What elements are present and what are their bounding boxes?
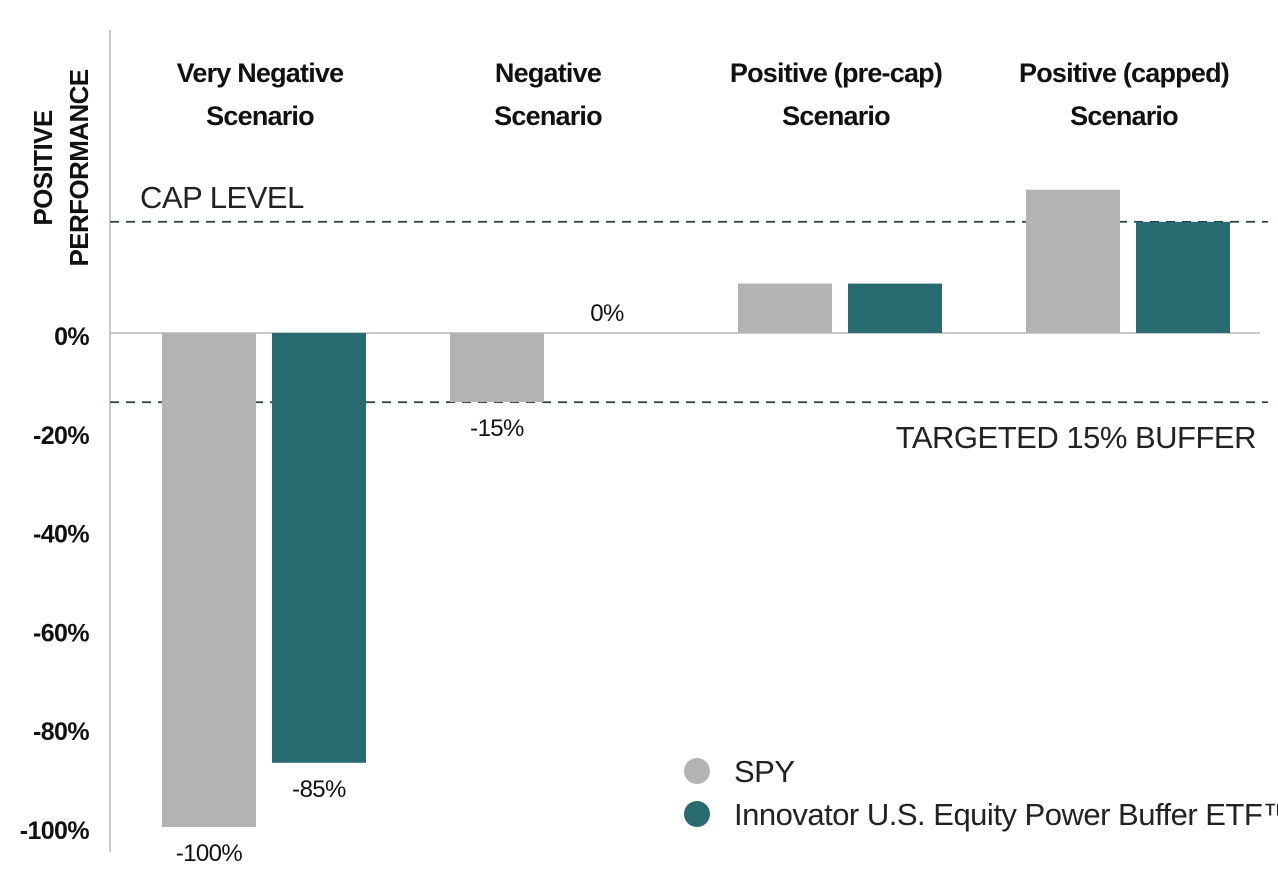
category-label: Positive (capped) Scenario (1019, 58, 1229, 131)
category-label-line: Scenario (494, 101, 602, 131)
bar-spy-1 (450, 333, 544, 403)
bar-spy-0 (162, 333, 256, 827)
legend-label: Innovator U.S. Equity Power Buffer ETF™ (734, 797, 1278, 832)
category-label: Positive (pre-cap) Scenario (730, 58, 942, 131)
data-label: -100% (176, 840, 243, 867)
legend-swatch-buffer-etf (684, 801, 710, 827)
y-axis-title-line: POSITIVE (28, 110, 58, 225)
bar-spy-2 (738, 283, 832, 333)
chart-legend: SPY Innovator U.S. Equity Power Buffer ET… (684, 754, 1278, 832)
y-tick-label: -40% (33, 521, 89, 549)
category-label-line: Scenario (206, 101, 314, 131)
data-label: -15% (470, 415, 524, 442)
legend-swatch-spy (684, 758, 710, 784)
chart-bars (162, 189, 1230, 827)
bar-buffer-etf-0 (272, 333, 366, 763)
y-tick-label: 0% (54, 323, 89, 351)
y-tick-label: -60% (33, 619, 89, 647)
y-tick-label: -100% (20, 817, 90, 845)
category-label-line: Negative (495, 58, 602, 88)
bar-buffer-etf-2 (848, 283, 942, 333)
buffer-level-label: TARGETED 15% BUFFER (896, 420, 1256, 455)
bar-spy-3 (1026, 189, 1120, 333)
y-axis-title-line: PERFORMANCE (64, 69, 94, 266)
data-label: 0% (590, 300, 624, 327)
chart-text: CAP LEVEL TARGETED 15% BUFFER 0% -20% -40% -6… (20, 58, 1257, 867)
category-label-line: Scenario (1070, 101, 1178, 131)
legend-label: SPY (734, 754, 795, 789)
y-tick-label: -80% (33, 718, 89, 746)
cap-level-label: CAP LEVEL (140, 180, 304, 215)
category-label-line: Positive (pre-cap) (730, 58, 942, 88)
category-label-line: Scenario (782, 101, 890, 131)
category-label-line: Very Negative (177, 58, 344, 88)
category-label-line: Positive (capped) (1019, 58, 1229, 88)
data-label: -85% (292, 776, 346, 803)
bar-buffer-etf-3 (1136, 221, 1230, 333)
y-tick-label: -20% (33, 422, 89, 450)
